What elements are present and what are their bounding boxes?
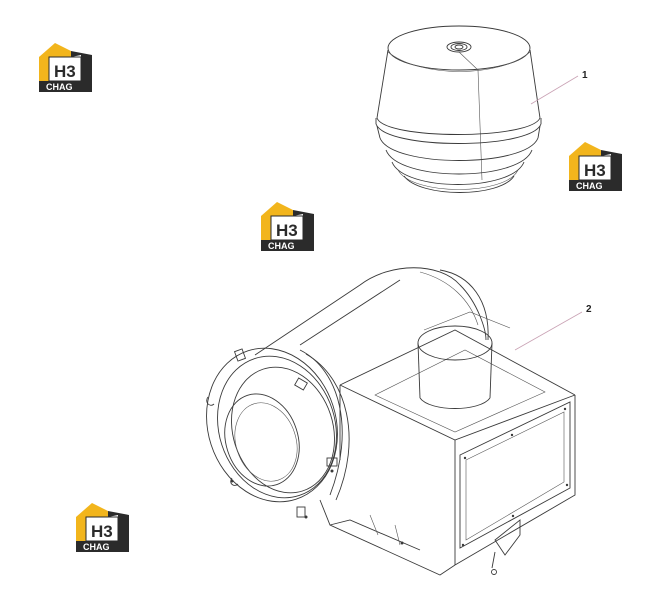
callout-2: 2	[586, 304, 592, 315]
leader-line-1	[530, 75, 579, 105]
logo-monogram: H3	[276, 221, 298, 240]
logo-monogram: H3	[584, 161, 606, 180]
brand-logo-3: H3 CHAG	[260, 201, 315, 252]
leader-line-2	[514, 311, 583, 351]
filter-cover-icon	[375, 25, 542, 193]
air-filter-housing-icon	[206, 267, 576, 576]
brand-logo-1: H3 CHAG	[38, 42, 93, 93]
logo-monogram: H3	[91, 522, 113, 541]
brand-logo-2: H3 CHAG	[568, 141, 623, 192]
logo-word: CHAG	[46, 82, 73, 92]
callout-1: 1	[582, 70, 588, 81]
logo-word: CHAG	[83, 542, 110, 552]
logo-word: CHAG	[576, 181, 603, 191]
brand-logo-4: H3 CHAG	[75, 502, 130, 553]
logo-monogram: H3	[54, 62, 76, 81]
logo-word: CHAG	[268, 241, 295, 251]
